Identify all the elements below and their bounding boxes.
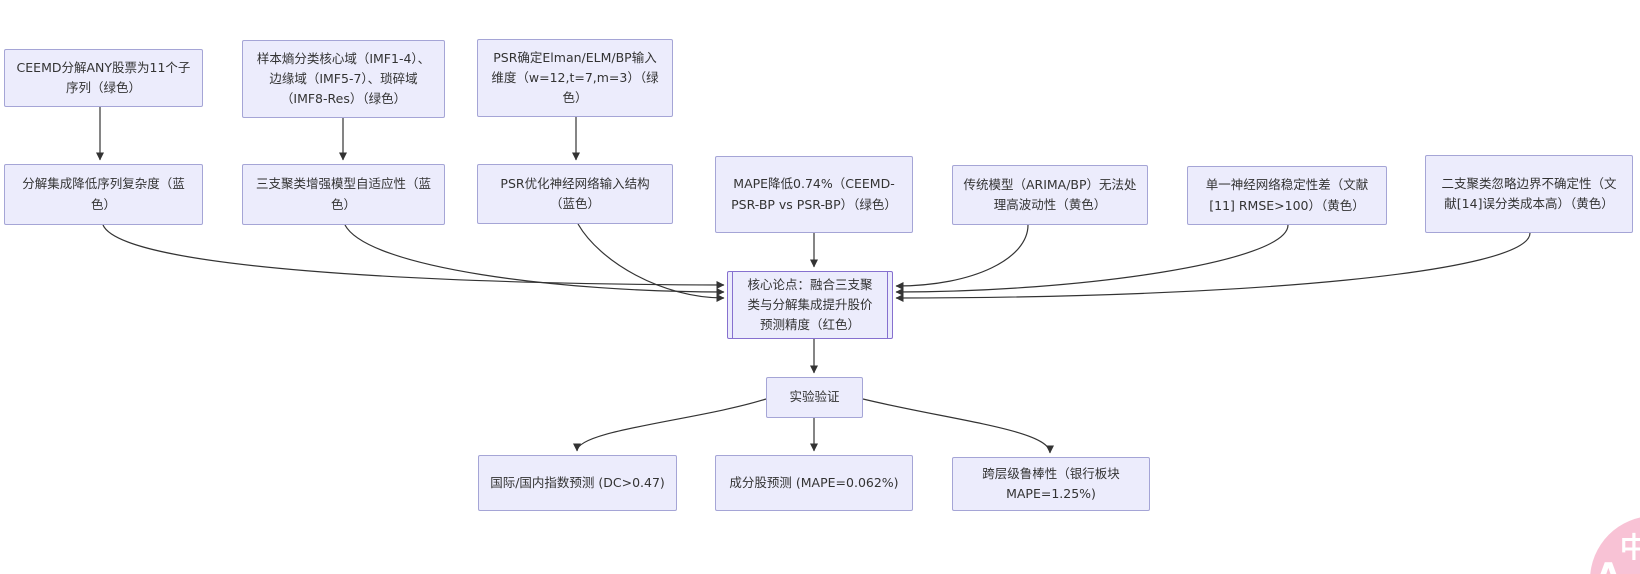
edge-b2-to-core [344,224,725,296]
flowchart-node-r1: 国际/国内指数预测 (DC>0.47) [478,455,677,511]
flowchart-node-y1: 传统模型（ARIMA/BP）无法处理高波动性（黄色） [952,165,1148,225]
flowchart-node-g3: PSR确定Elman/ELM/BP输入维度（w=12,t=7,m=3）（绿色） [477,39,673,117]
flowchart-node-y2: 单一神经网络稳定性差（文献[11] RMSE>100）（黄色） [1187,166,1387,225]
flowchart-node-r3: 跨层级鲁棒性（银行板块 MAPE=1.25%) [952,457,1150,511]
flowchart-node-g1: CEEMD分解ANY股票为11个子序列（绿色） [4,49,203,107]
edge-y2-to-core [895,224,1289,296]
flowchart-node-b1: 分解集成降低序列复杂度（蓝色） [4,164,203,225]
flowchart-node-g4: MAPE降低0.74%（CEEMD-PSR-BP vs PSR-BP）（绿色） [715,156,913,233]
flowchart-node-b2: 三支聚类增强模型自适应性（蓝色） [242,164,445,225]
flowchart-node-r2: 成分股预测 (MAPE=0.062%) [715,455,913,511]
translate-badge-en: A [1596,556,1621,574]
edge-exp-to-r1 [573,398,767,452]
flowchart-node-y3: 二支聚类忽略边界不确定性（文献[14]误分类成本高）（黄色） [1425,155,1633,233]
edge-b1-to-core [102,224,725,289]
edge-group [96,107,1531,454]
flowchart-node-b3: PSR优化神经网络输入结构（蓝色） [477,164,673,224]
edge-y1-to-core [895,224,1029,290]
edge-b3-to-core [577,223,725,302]
flowchart-node-core: 核心论点：融合三支聚类与分解集成提升股价预测精度（红色） [727,271,893,339]
translate-badge-zh: 中 [1620,531,1640,564]
flowchart-node-g2: 样本熵分类核心域（IMF1-4）、边缘域（IMF5-7）、琐碎域（IMF8-Re… [242,40,445,118]
flowchart-node-exp: 实验验证 [766,377,863,418]
edge-exp-to-r3 [862,398,1054,454]
edge-y3-to-core [895,232,1531,302]
